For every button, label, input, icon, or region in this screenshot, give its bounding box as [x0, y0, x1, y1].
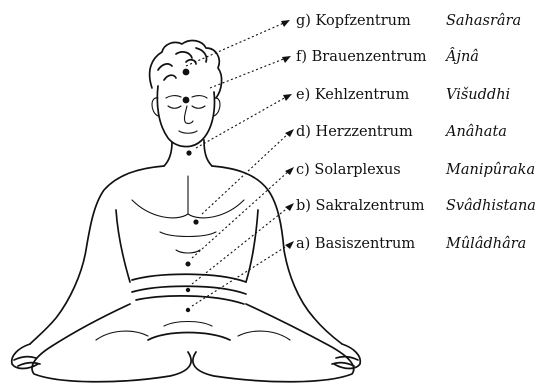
- arrowhead-a: [285, 241, 294, 249]
- sanskrit-sahasrara: Sahasrâra: [446, 13, 521, 29]
- arrowhead-e: [283, 94, 292, 101]
- point-throat: [186, 150, 191, 155]
- left-hand: [12, 344, 40, 369]
- sanskrit-muladhara: Mûlâdhâra: [445, 236, 526, 252]
- point-solar-plexus: [186, 262, 190, 266]
- feet: [96, 322, 290, 341]
- leader-e: [196, 96, 288, 148]
- arrowhead-d: [285, 129, 294, 137]
- face: [157, 86, 214, 147]
- point-base: [186, 308, 190, 312]
- leader-lines: [186, 22, 290, 306]
- point-crown: [183, 69, 190, 76]
- point-sacral: [186, 288, 190, 292]
- point-brow: [183, 97, 190, 104]
- sanskrit-ajna: Âjnâ: [444, 47, 479, 65]
- sanskrit-anahata: Anâhata: [444, 124, 507, 140]
- nose-mouth: [179, 106, 197, 133]
- leader-g: [186, 22, 286, 66]
- torso: [30, 166, 342, 344]
- leader-arrowheads: [281, 20, 294, 249]
- arrowhead-b: [285, 203, 294, 211]
- right-hand: [332, 344, 360, 369]
- label-herzzentrum: d) Herzzentrum: [296, 124, 413, 140]
- label-basiszentrum: a) Basiszentrum: [296, 236, 415, 252]
- legs: [32, 304, 354, 382]
- label-kehlzentrum: e) Kehlzentrum: [296, 87, 410, 103]
- point-heart: [193, 219, 198, 224]
- chakra-labels: g) Kopfzentrum Sahasrâra f) Brauenzentru…: [296, 13, 536, 252]
- chakra-points: [183, 69, 199, 313]
- leader-c: [192, 170, 290, 258]
- sanskrit-visuddhi: Višuddhi: [446, 87, 510, 103]
- chest: [132, 176, 244, 253]
- label-solarplexus: c) Solarplexus: [296, 162, 401, 178]
- label-brauenzentrum: f) Brauenzentrum: [296, 49, 427, 65]
- sanskrit-manipuraka: Manipûraka: [445, 162, 535, 178]
- arrowhead-g: [281, 20, 290, 27]
- leader-d: [202, 132, 290, 214]
- sanskrit-svadhistana: Svâdhistana: [446, 198, 536, 214]
- arrowhead-f: [282, 56, 291, 63]
- label-kopfzentrum: g) Kopfzentrum: [296, 13, 411, 29]
- label-sakralzentrum: b) Sakralzentrum: [296, 198, 425, 214]
